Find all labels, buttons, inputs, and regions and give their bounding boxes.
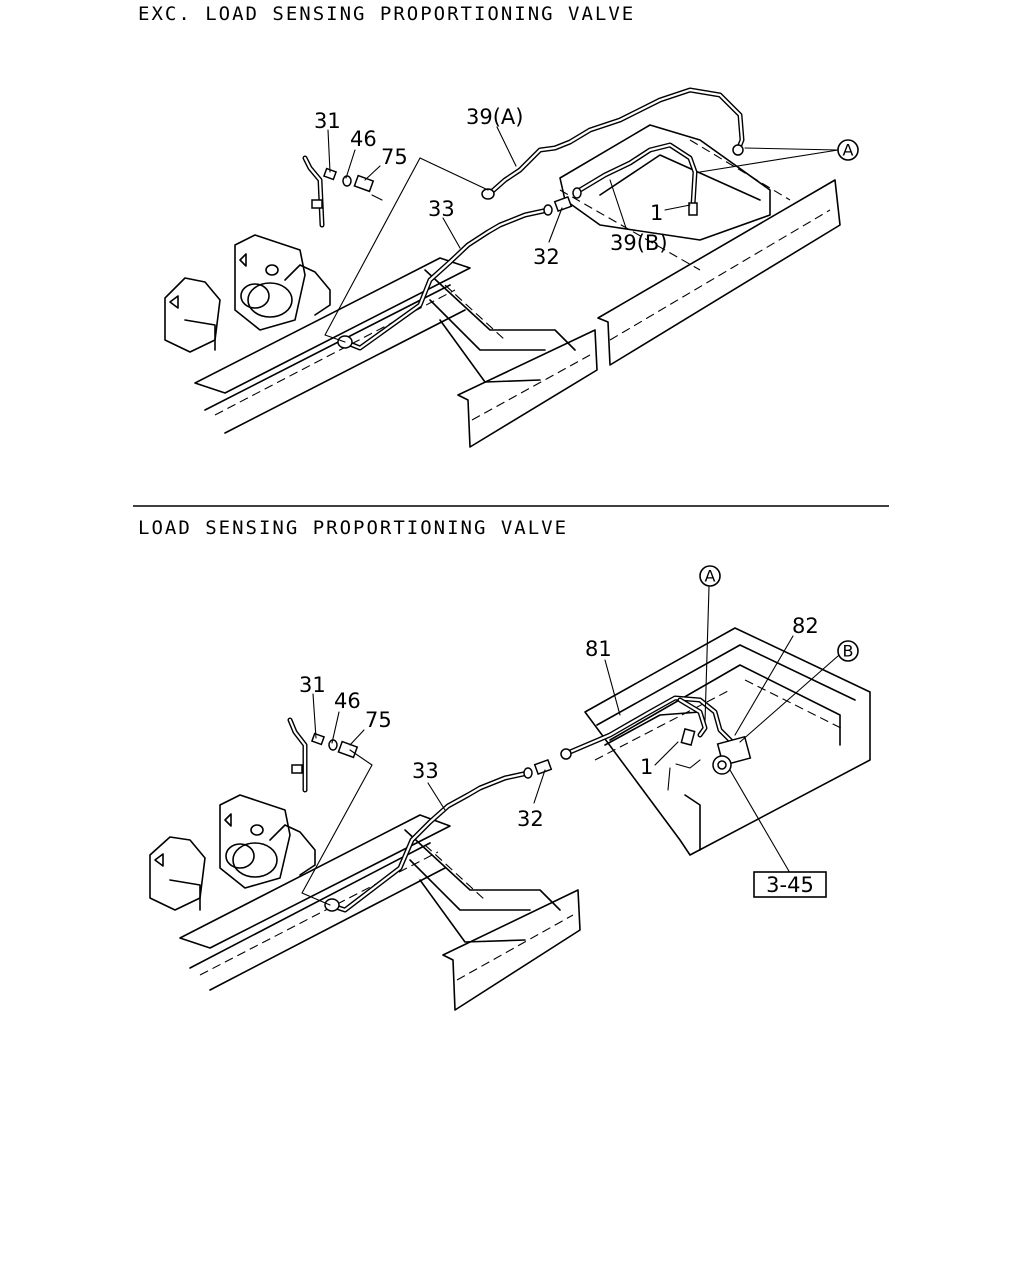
brake-pipe-39b [572,142,698,208]
callout-75-bottom: 75 [365,708,392,732]
section-heading-lspv: LOAD SENSING PROPORTIONING VALVE [138,517,569,539]
callout-39a-top: 39(A) [466,105,523,129]
brake-pipe-31-bottom [287,717,326,793]
reference-box-3-45: 3-45 [753,871,827,898]
frame-structure [164,124,841,448]
diagram-lspv: 31 46 75 33 32 81 82 1 A B 3-45 [149,565,871,1011]
brake-pipe-81 [567,695,738,755]
callout-75-top: 75 [381,145,408,169]
fittings-bottom [324,739,572,912]
leader-lines-top [324,126,839,343]
brake-pipe-33 [342,207,551,351]
frame-structure-bottom [149,627,871,1011]
diagram-exc-lspv: 31 46 75 39(A) 33 32 39(B) 1 A [164,87,859,448]
callout-33-top: 33 [428,197,455,221]
callout-82-bottom: 82 [792,614,819,638]
callout-31-bottom: 31 [299,673,326,697]
section-heading-exc-lspv: EXC. LOAD SENSING PROPORTIONING VALVE [138,3,636,25]
callout-1-bottom: 1 [640,755,653,779]
circled-ref-a-top: A [837,139,859,161]
svg-text:B: B [843,642,854,661]
callout-32-bottom: 32 [517,807,544,831]
leader-lines-bottom [301,586,839,906]
callout-1-top: 1 [650,201,663,225]
svg-text:A: A [843,141,854,160]
proportioning-valve [667,728,752,791]
callout-81-bottom: 81 [585,637,612,661]
svg-text:A: A [705,567,716,586]
brake-pipe-39a [485,87,745,198]
callout-32-top: 32 [533,245,560,269]
brake-pipe-31 [302,155,338,228]
fittings-top [337,144,744,349]
callout-46-bottom: 46 [334,689,361,713]
svg-text:3-45: 3-45 [766,873,814,897]
circled-ref-a-bottom: A [699,565,721,587]
callout-39b-top: 39(B) [610,231,668,255]
circled-ref-b-bottom: B [837,640,859,662]
callout-33-bottom: 33 [412,759,439,783]
callout-46-top: 46 [350,127,377,151]
brake-pipe-33-bottom [327,770,531,913]
callout-31-top: 31 [314,109,341,133]
